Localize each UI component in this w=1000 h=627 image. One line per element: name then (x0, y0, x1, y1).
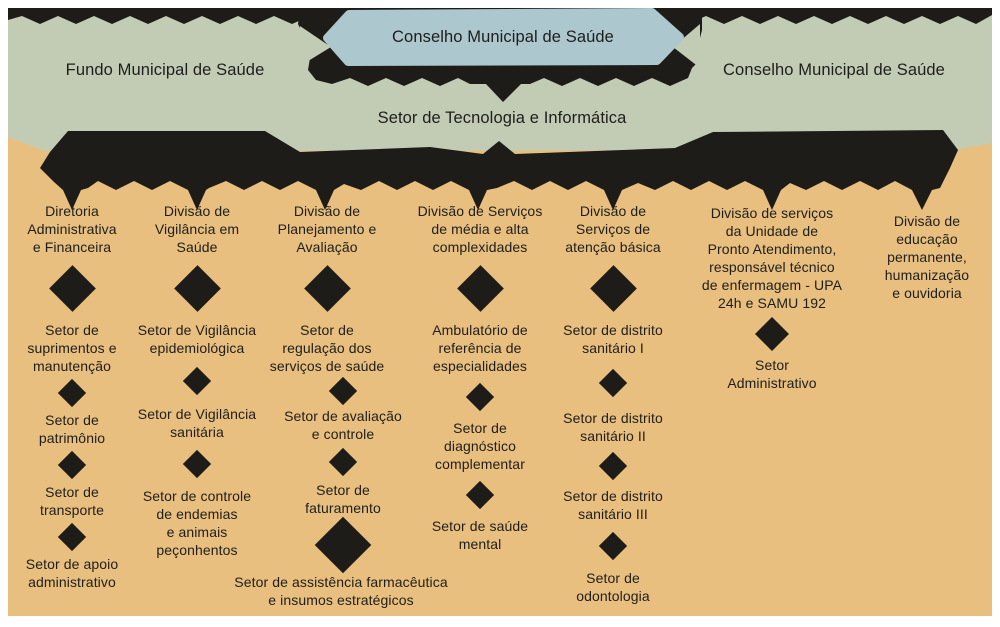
diamond-connector (465, 382, 495, 412)
org-node-label: Setor de regulação dos serviços de saúde (269, 322, 385, 374)
diamond-connector (465, 480, 495, 510)
org-node-label: Setor de distrito sanitário I (563, 322, 663, 356)
org-node-label: Setor de avaliação e controle (284, 408, 402, 442)
diamond-connector (598, 368, 628, 398)
org-column-vigilancia: Divisão de Vigilância em Saúde Setor de … (132, 202, 262, 559)
org-node-label: Setor de saúde mental (431, 518, 529, 552)
org-column-media-alta-complexidade: Divisão de Serviços de média e alta comp… (403, 202, 557, 553)
diamond-connector (598, 531, 628, 561)
org-node-label: Setor de patrimônio (38, 412, 106, 446)
diamond-connector (57, 378, 87, 408)
division-title: Divisão de serviços da Unidade de Pronto… (701, 205, 843, 311)
org-node-label: Setor de faturamento (305, 482, 381, 516)
org-column-planejamento: Divisão de Planejamento e Avaliação Seto… (234, 202, 447, 609)
diamond-connector (173, 265, 221, 312)
division-title: Divisão de Serviços de média e alta comp… (417, 203, 543, 255)
org-column-atencao-basica: Divisão de Serviços de atenção básica Se… (548, 202, 678, 605)
divider-band-shape (40, 130, 958, 210)
diamond-connector (456, 265, 504, 312)
org-node-label: Setor de assistência farmacêutica e insu… (234, 574, 448, 608)
diamond-connector (303, 265, 351, 312)
council-hexagon-shape (323, 8, 684, 66)
banner-left-notch (300, 26, 331, 66)
org-node-label: Setor de distrito sanitário II (563, 410, 663, 444)
org-node-label: Setor de suprimentos e manutenção (27, 322, 117, 374)
banner-right-notch (673, 24, 700, 68)
org-node-label: Setor de controle de endemias e animais … (142, 488, 252, 558)
org-node-label: Setor de apoio administrativo (25, 556, 119, 590)
diamond-connector (182, 449, 212, 479)
conselho-municipal-center-label: Conselho Municipal de Saúde (392, 28, 614, 46)
org-column-upa-samu: Divisão de serviços da Unidade de Pronto… (682, 204, 862, 392)
diamond-connector (328, 447, 358, 477)
diamond-connector (755, 317, 789, 351)
division-title: Divisão de Vigilância em Saúde (154, 203, 240, 255)
org-node-label: Setor de Vigilância epidemiológica (137, 322, 257, 356)
org-node-label: Setor de distrito sanitário III (563, 488, 663, 522)
org-column-diretoria-administrativa: Diretoria Administrativa e Financeira Se… (7, 202, 137, 591)
org-node-label: Setor de Vigilância sanitária (137, 406, 257, 440)
diamond-connector (57, 450, 87, 480)
diamond-connector (57, 522, 87, 552)
division-title: Divisão de Serviços de atenção básica (565, 203, 661, 255)
division-title: Diretoria Administrativa e Financeira (27, 203, 117, 255)
diamond-connector (589, 265, 637, 312)
org-node-label: Setor Administrativo (727, 357, 817, 391)
division-title: Divisão de educação permanente, humaniza… (884, 213, 970, 301)
diamond-connector (314, 516, 372, 574)
org-column-educacao-permanente: Divisão de educação permanente, humaniza… (867, 212, 987, 302)
org-node-label: Setor de odontologia (576, 570, 650, 604)
diamond-connector (328, 376, 358, 406)
diamond-connector (598, 451, 628, 481)
diamond-connector (48, 265, 96, 312)
setor-tecnologia-label: Setor de Tecnologia e Informática (377, 109, 627, 127)
conselho-municipal-right-label: Conselho Municipal de Saúde (723, 61, 945, 79)
org-node-label: Setor de diagnóstico complementar (435, 420, 525, 472)
org-node-label: Setor de transporte (39, 484, 105, 518)
fundo-municipal-label: Fundo Municipal de Saúde (65, 61, 265, 79)
tan-panel-shape (8, 130, 992, 616)
division-title: Divisão de Planejamento e Avaliação (277, 203, 377, 255)
org-node-label: Ambulatório de referência de especialida… (432, 322, 528, 374)
diamond-connector (182, 366, 212, 396)
